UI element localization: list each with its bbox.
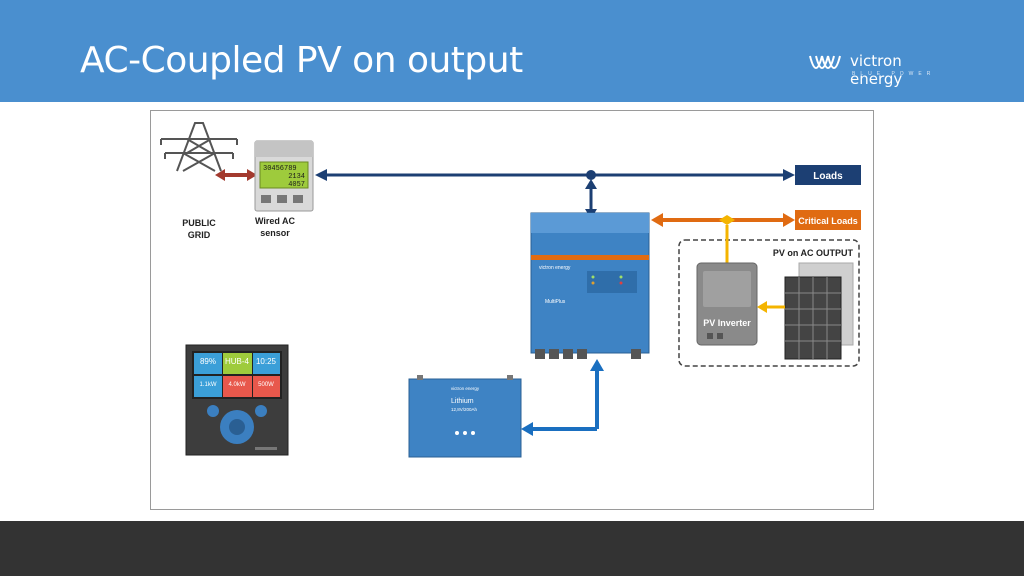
meter-display-3: 4057 bbox=[288, 181, 305, 189]
wired-sensor-label-2: sensor bbox=[260, 228, 290, 238]
power-tower-icon bbox=[160, 122, 238, 172]
grid-sensor-link bbox=[215, 169, 257, 181]
pv-group-border bbox=[678, 239, 860, 367]
battery-title: Lithium bbox=[451, 398, 474, 405]
inverter-brand: victron energy bbox=[539, 265, 571, 271]
public-grid-label-2: GRID bbox=[188, 230, 211, 240]
loads-box: Loads bbox=[795, 165, 861, 185]
victron-logo: victron energy BLUE POWER bbox=[808, 50, 958, 88]
public-grid-label-1: PUBLIC bbox=[182, 218, 216, 228]
solar-panel-icon bbox=[784, 262, 854, 360]
gx-tile-5: 4.0kW bbox=[228, 382, 245, 388]
meter-display-2: 2134 bbox=[288, 173, 305, 181]
critical-loads-link bbox=[651, 213, 795, 227]
battery-link bbox=[521, 359, 604, 436]
pv-inverter-label: PV Inverter bbox=[703, 318, 751, 328]
lithium-battery: victron energy Lithium 12,8V/200Ah bbox=[408, 375, 522, 458]
critical-loads-box: Critical Loads bbox=[795, 210, 861, 230]
pv-group-label: PV on AC OUTPUT bbox=[773, 248, 854, 258]
battery-brand: victron energy bbox=[451, 386, 480, 391]
victron-logo-icon bbox=[809, 55, 841, 69]
diagram-canvas: PUBLIC GRID 30456789 2134 4057 Wired AC … bbox=[160, 122, 861, 458]
loads-label: Loads bbox=[813, 171, 843, 182]
meter-display-1: 30456789 bbox=[263, 165, 297, 173]
system-diagram: PUBLIC GRID 30456789 2134 4057 Wired AC … bbox=[150, 110, 874, 510]
gx-tile-4: 1.1kW bbox=[199, 382, 216, 388]
logo-subtext: BLUE POWER bbox=[852, 71, 936, 77]
pv-panel-link bbox=[757, 301, 785, 313]
gx-tile-6: 500W bbox=[258, 382, 274, 388]
energy-meter: 30456789 2134 4057 bbox=[254, 140, 314, 212]
wired-sensor-label-1: Wired AC bbox=[255, 216, 296, 226]
battery-spec: 12,8V/200Ah bbox=[451, 407, 478, 412]
slide-title: AC-Coupled PV on output bbox=[80, 40, 523, 81]
inverter-model: MultiPlus bbox=[545, 299, 566, 305]
gx-tile-2: HUB-4 bbox=[225, 357, 250, 366]
gx-tile-1: 89% bbox=[200, 357, 216, 366]
gx-tile-3: 10:25 bbox=[256, 357, 277, 366]
gx-display: 89% HUB-4 10:25 1.1kW 4.0kW 500W bbox=[185, 344, 289, 456]
slide-footer bbox=[0, 521, 1024, 576]
pv-inverter: PV Inverter bbox=[696, 262, 758, 346]
critical-loads-label: Critical Loads bbox=[798, 216, 858, 226]
multiplus-inverter: victron energy MultiPlus bbox=[530, 212, 650, 359]
logo-text: victron energy bbox=[850, 52, 903, 88]
slide-header: AC-Coupled PV on output victron energy B… bbox=[0, 0, 1024, 102]
ac-bus-line bbox=[315, 169, 795, 219]
